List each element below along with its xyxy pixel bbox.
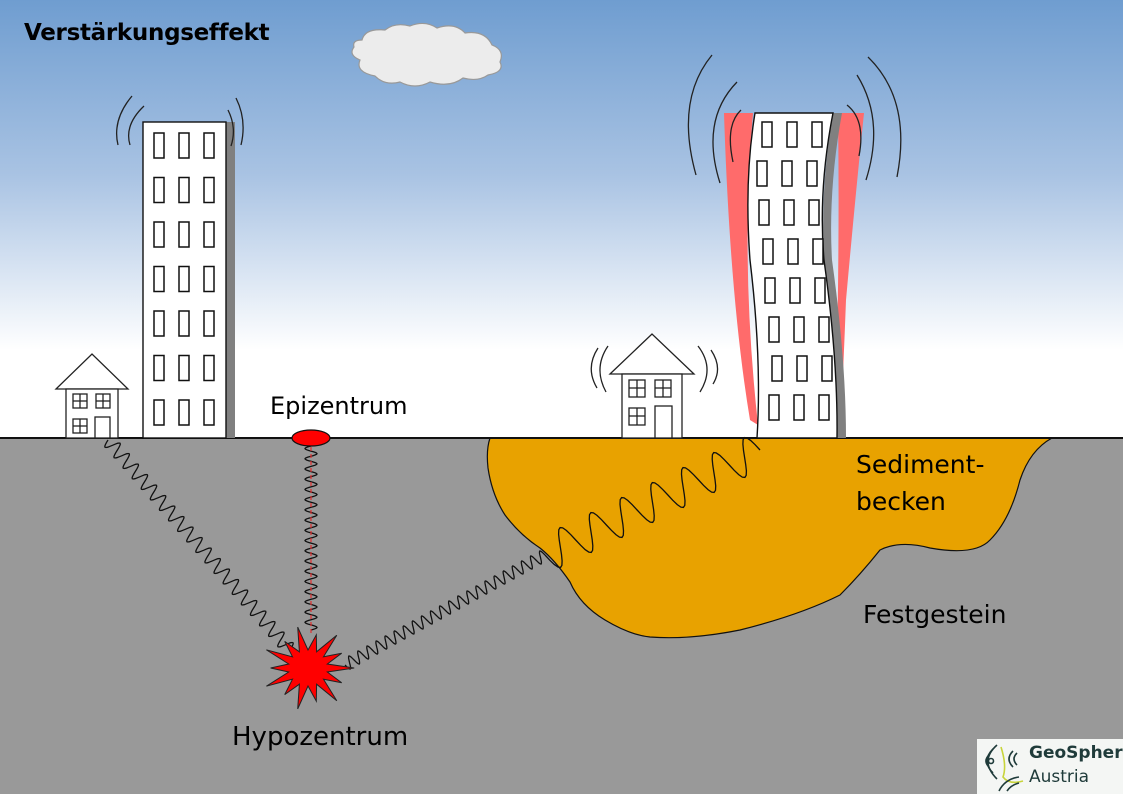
window: [153, 132, 165, 159]
window: [787, 238, 799, 265]
building-icon: [115, 95, 244, 439]
sediment-basin: [486, 437, 1053, 639]
window: [153, 354, 165, 382]
window: [178, 176, 190, 204]
window: [808, 199, 820, 226]
window: [203, 354, 215, 382]
window: [178, 221, 190, 248]
window: [783, 199, 795, 226]
geosphere-logo: GeoSphere Austria: [977, 739, 1123, 794]
house-icon: [54, 353, 130, 439]
epicenter-label: Epizentrum: [270, 392, 408, 420]
window: [818, 394, 830, 421]
window: [178, 399, 190, 426]
window: [768, 394, 780, 421]
window: [153, 399, 165, 426]
diagram-title: Verstärkungseffekt: [24, 20, 270, 46]
logo-name: GeoSphere: [1029, 743, 1123, 763]
window: [178, 354, 190, 382]
sediment-label-line1: Sediment-: [856, 450, 985, 479]
building-icon: [687, 54, 902, 439]
window: [818, 316, 830, 343]
window: [178, 310, 190, 337]
window: [153, 176, 165, 204]
window: [153, 221, 165, 248]
window: [814, 277, 826, 304]
sediment-basin-label: Sediment- becken: [856, 446, 984, 520]
hypocenter-burst-icon: [266, 626, 355, 710]
sediment-label-line2: becken: [856, 487, 946, 516]
hypocenter-label: Hypozentrum: [232, 722, 409, 752]
window: [153, 265, 165, 293]
window: [771, 355, 783, 382]
window: [178, 132, 190, 159]
window: [793, 316, 805, 343]
window: [812, 238, 824, 265]
window: [761, 121, 773, 148]
window: [203, 310, 215, 337]
logo-subtitle: Austria: [1029, 767, 1090, 787]
cloud-icon: [351, 22, 502, 87]
window: [806, 160, 818, 187]
window: [789, 277, 801, 304]
window: [178, 265, 190, 293]
window: [796, 355, 808, 382]
window: [764, 277, 776, 304]
window: [786, 121, 798, 148]
window: [203, 265, 215, 293]
window: [153, 310, 165, 337]
window: [758, 199, 770, 226]
window: [811, 121, 823, 148]
window: [768, 316, 780, 343]
window: [203, 132, 215, 159]
window: [793, 394, 805, 421]
window: [756, 160, 768, 187]
epicenter-marker: [291, 429, 331, 447]
window: [203, 221, 215, 248]
window: [203, 399, 215, 426]
window: [821, 355, 833, 382]
window: [203, 176, 215, 204]
window: [762, 238, 774, 265]
house-icon: [590, 333, 719, 439]
geosphere-logo-icon: [985, 744, 1024, 792]
window: [781, 160, 793, 187]
bedrock-label: Festgestein: [863, 600, 1007, 629]
